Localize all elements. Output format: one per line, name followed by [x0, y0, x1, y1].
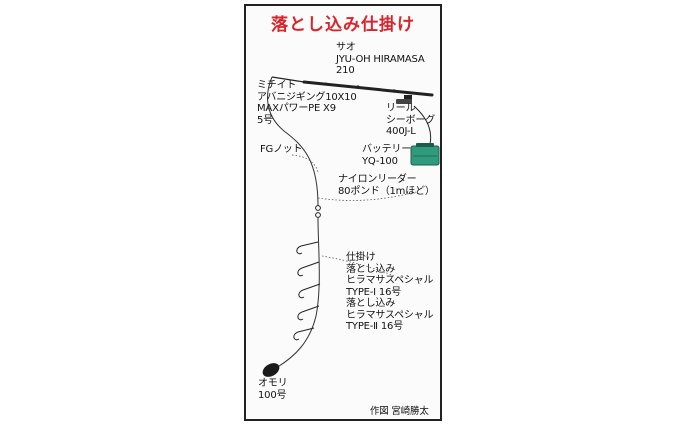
knot-label: FGノット	[260, 144, 303, 155]
rig-label: 仕掛け 落とし込み ヒラマサスペシャル TYPE-Ⅰ 16号 落とし込み ヒラマ…	[346, 252, 434, 332]
swivel-icon	[315, 205, 321, 218]
knot-pointer	[291, 154, 319, 173]
illustration-credit: 作図 宮崎勝太	[370, 406, 429, 417]
reel-label: リール シーボーグ 400J-L	[386, 103, 435, 137]
hook-icon	[298, 283, 321, 299]
battery-label: バッテリー YQ-100	[362, 144, 411, 167]
main-line	[267, 76, 319, 207]
rig-line	[275, 217, 320, 369]
battery-cord	[413, 105, 432, 145]
sinker-icon	[262, 363, 280, 377]
sinker-label: オモリ 100号	[258, 378, 288, 401]
battery-icon	[410, 143, 440, 166]
rig-pointer	[321, 255, 395, 277]
rod-guide	[324, 82, 328, 86]
rod	[271, 76, 434, 97]
leader-label: ナイロンリーダー 80ポンド（1mほど）	[338, 174, 435, 197]
reel-icon	[396, 95, 412, 104]
rod-label: サオ JYU-OH HIRAMASA 210	[336, 42, 425, 76]
hook-icon	[296, 241, 319, 255]
rod-guide	[392, 89, 396, 93]
rod-guide	[356, 85, 360, 89]
tackle-illustration	[262, 76, 440, 377]
hook-icon	[297, 305, 320, 321]
main-line-label: ミチイト アバニジギング10X10 MAXパワーPE X9 5号	[257, 80, 357, 126]
diagram-frame: 落とし込み仕掛け サオ JYU-OH HIRAMASA 210 ミチイト アバニ…	[244, 4, 442, 421]
diagram-title: 落とし込み仕掛け	[271, 15, 415, 35]
hook-icon	[297, 261, 320, 277]
hook-set	[293, 241, 321, 341]
hook-icon	[293, 327, 315, 341]
rod-tip	[271, 76, 305, 83]
